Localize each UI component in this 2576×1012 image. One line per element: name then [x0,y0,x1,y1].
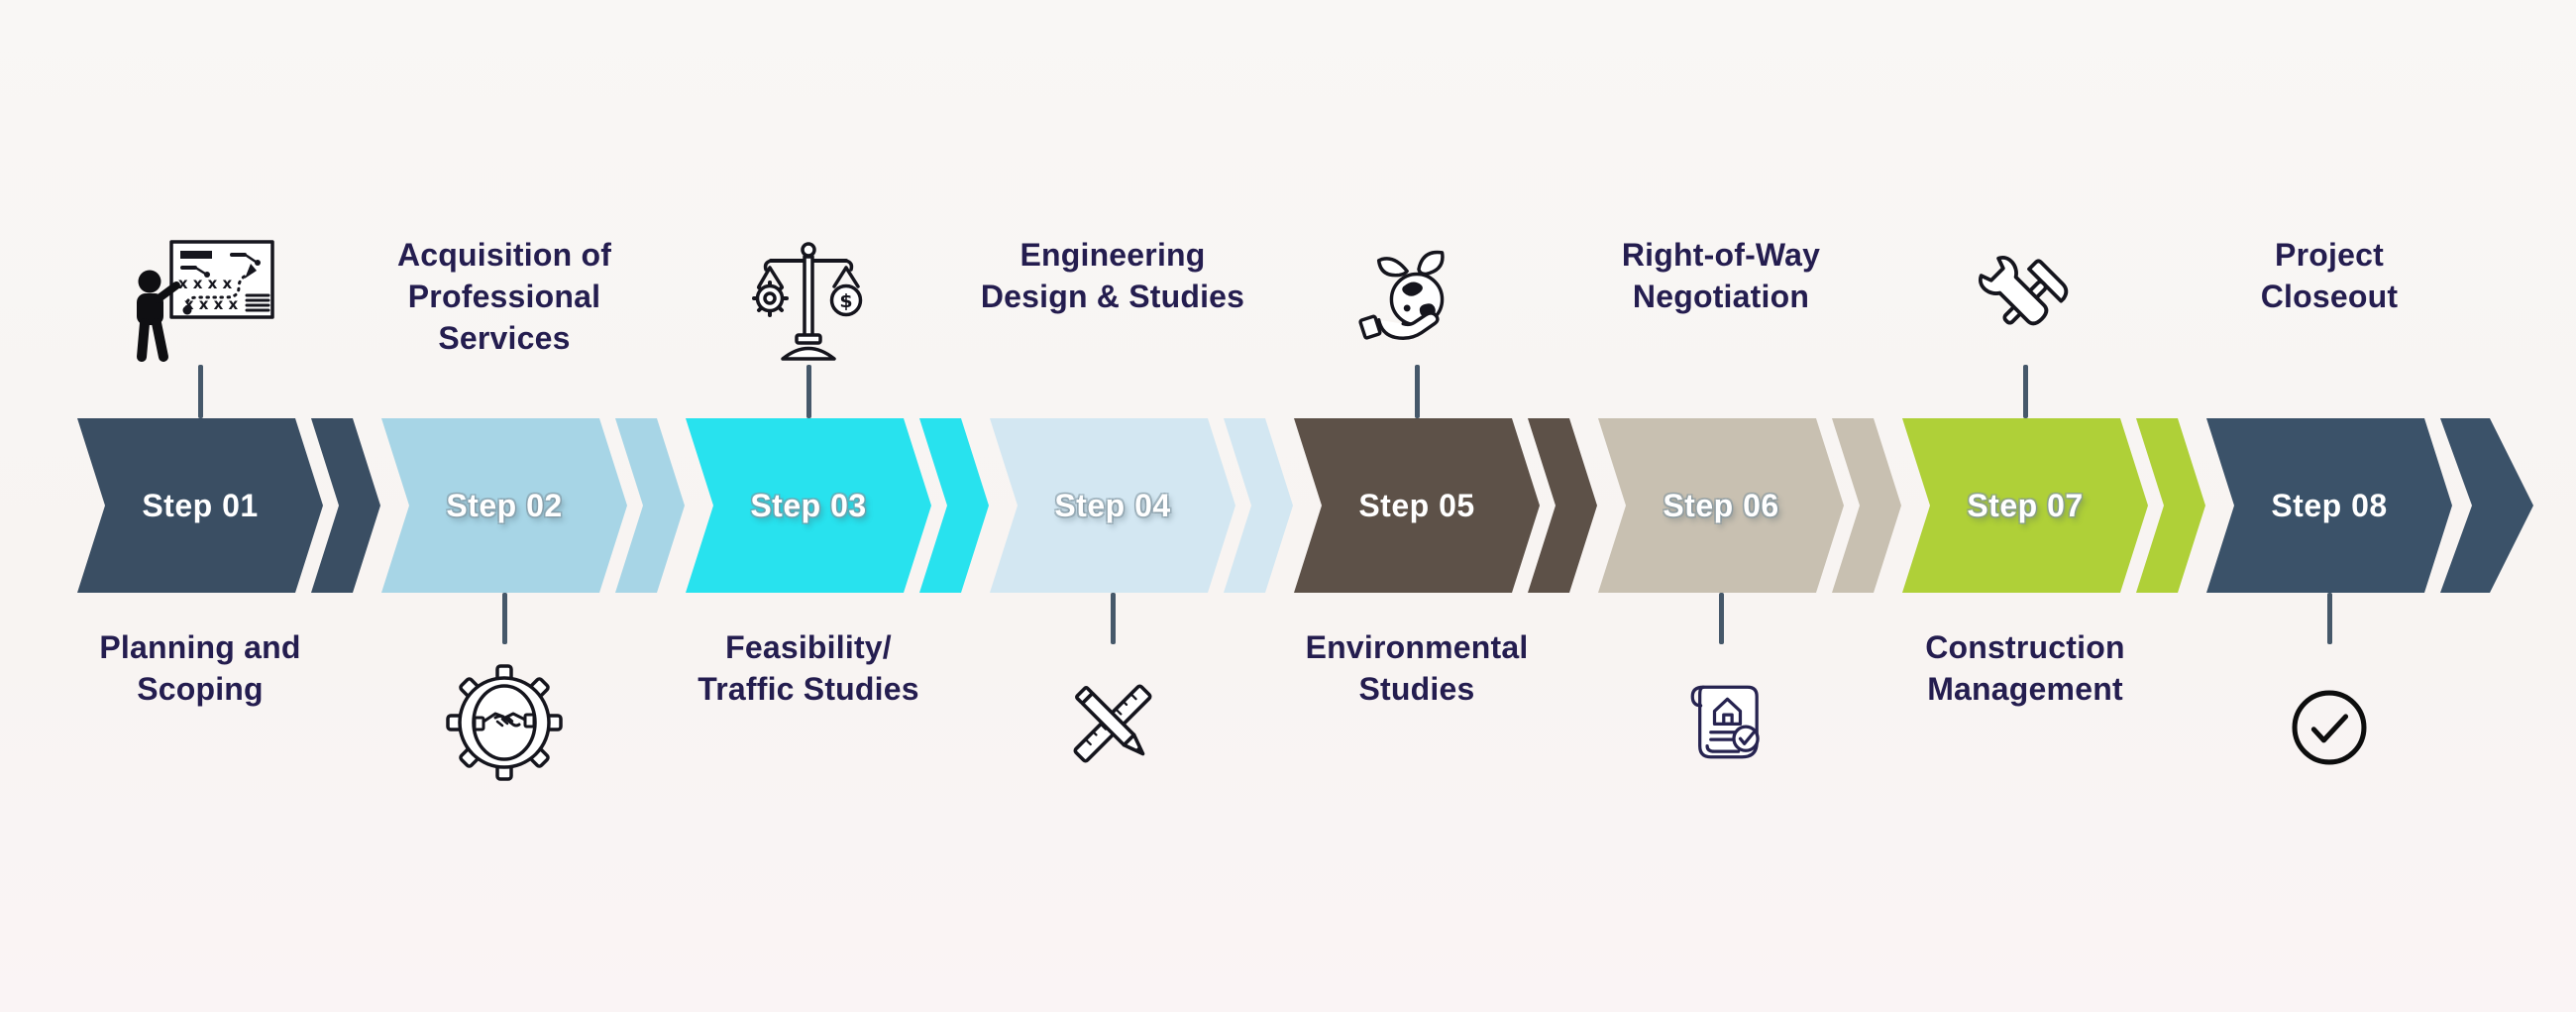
svg-text:x x x x: x x x x [184,295,239,313]
step-05-title: Environmental Studies [1305,629,1529,707]
arrow-chevron [1528,418,1597,593]
arrow-body [686,418,931,593]
arrow-body [990,418,1235,593]
step-05: Step 05 [1294,418,1631,593]
step-04-arrow [990,418,1293,593]
step-01-title: Planning and Scoping [99,629,301,707]
step-05-connector [1415,365,1420,418]
arrow-chevron [919,418,989,593]
step-06-title: Right-of-Way Negotiation [1621,237,1821,314]
step-03-title: Feasibility/ Traffic Studies [698,629,919,707]
step-02: Step 02 [381,418,718,593]
step-01-connector [198,365,203,418]
arrow-chevron [1224,418,1293,593]
check-circle-icon [2284,682,2375,773]
step-06-connector [1719,593,1724,644]
step-07-title: Construction Management [1925,629,2125,707]
arrow-chevron [1832,418,1901,593]
arrow-body [1902,418,2148,593]
continents [1402,281,1436,317]
svg-text:$: $ [839,290,852,312]
balance-scale-icon: $ [745,240,872,367]
step-03-label: Step 03 [750,488,867,523]
ruler-pencil-icon [1059,670,1166,777]
step-06-arrow [1598,418,1901,593]
arrow-body [1598,418,1844,593]
deed-document-check-icon [1670,678,1771,779]
step-01-arrow [77,418,380,593]
step-02-label: Step 02 [446,488,563,523]
left-pan-gear [752,266,789,317]
step-08-arrow [2206,418,2533,593]
step-08-connector [2327,593,2332,644]
right-pan-dollar: $ [829,266,863,317]
step-04: Step 04 [990,418,1327,593]
step-04-title: Engineering Design & Studies [980,237,1245,314]
step-05-arrow [1294,418,1597,593]
presenter-figure [137,270,180,362]
pencil [1075,686,1145,756]
step-05-label: Step 05 [1358,488,1475,523]
step-02-title: Acquisition of Professional Services [396,237,612,356]
step-07-arrow [1902,418,2205,593]
presenter-strategy-board-icon: x x x x x x x x [120,236,280,396]
handshake-glyph [473,712,536,731]
gear-handshake-icon [442,660,567,785]
step-02-connector [502,593,507,644]
step-03-connector [806,365,811,418]
step-04-label: Step 04 [1054,488,1171,523]
svg-text:x x x x: x x x x [178,275,233,292]
step-04-connector [1111,593,1116,644]
arrow-chevron [2440,418,2533,593]
arrow-chevron [2136,418,2205,593]
arrow-chevron [615,418,685,593]
step-06-label: Step 06 [1663,488,1779,523]
step-07: Step 07 [1902,418,2239,593]
step-06: Step 06 [1598,418,1935,593]
wrench-hammer-icon [1969,246,2082,359]
step-08-label: Step 08 [2271,488,2388,523]
step-08: Step 08 [2206,418,2543,593]
arrow-body [77,418,323,593]
wrench [1978,255,2049,326]
arrow-body [2206,418,2452,593]
step-02-arrow [381,418,685,593]
step-07-connector [2023,365,2028,418]
arrow-body [381,418,627,593]
step-01-label: Step 01 [142,488,259,523]
step-03: Step 03 [686,418,1022,593]
step-01: Step 01 [77,418,414,593]
hand-earth-plant-icon [1358,246,1475,363]
arrow-chevron [311,418,380,593]
step-07-label: Step 07 [1967,488,2084,523]
arrow-body [1294,418,1540,593]
step-03-arrow [686,418,989,593]
step-08-title: Project Closeout [2260,237,2399,314]
